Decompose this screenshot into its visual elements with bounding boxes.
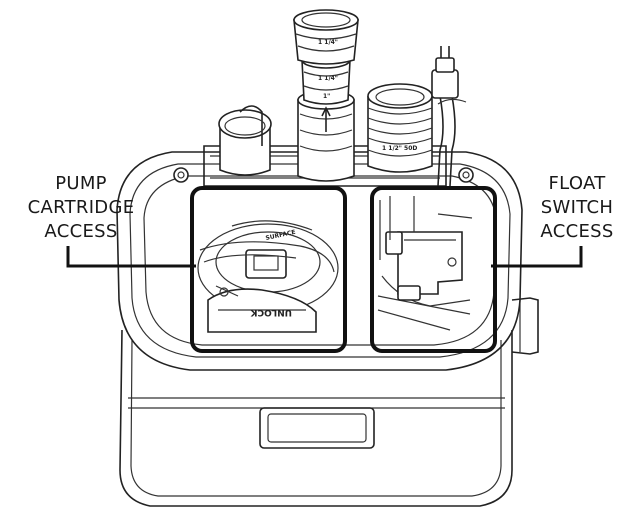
stamp-right-fitting: 1 1/2" 50D — [382, 145, 417, 152]
stamp-unlock: UNLOCK — [249, 307, 292, 317]
pump-label-line-1: PUMP — [55, 173, 107, 194]
pump-cartridge-internals: SURFACE UNLOCK — [197, 220, 339, 333]
stamp-mid-stage: 1 1/4" — [318, 75, 338, 82]
right-inlet-fitting: 1 1/2" 50D — [367, 83, 433, 173]
power-cord — [431, 46, 467, 187]
float-leader-line — [491, 246, 583, 268]
pump-label-line-2: CARTRIDGE — [27, 197, 135, 218]
float-label-line-2: SWITCH — [540, 197, 614, 218]
pump-leader-line — [66, 246, 196, 268]
pump-label-line-3: ACCESS — [44, 221, 118, 242]
pump-cartridge-access-label: PUMP CARTRIDGE ACCESS — [6, 172, 156, 244]
left-vent-cap — [218, 105, 272, 176]
discharge-adapter: 1 1/4" 1 1/4" 1" — [293, 9, 359, 182]
float-switch-internals — [377, 196, 473, 331]
float-switch-access-frame — [370, 186, 497, 353]
stamp-cartridge-arrow: SURFACE — [265, 229, 296, 242]
float-label-line-1: FLOAT — [548, 173, 606, 194]
float-label-line-3: ACCESS — [540, 221, 614, 242]
basin-body — [119, 297, 539, 507]
stamp-lower-stage: 1" — [323, 93, 330, 100]
stamp-top-stage: 1 1/4" — [318, 39, 338, 46]
float-switch-access-label: FLOAT SWITCH ACCESS — [525, 172, 629, 244]
pump-cartridge-access-frame — [190, 186, 347, 353]
